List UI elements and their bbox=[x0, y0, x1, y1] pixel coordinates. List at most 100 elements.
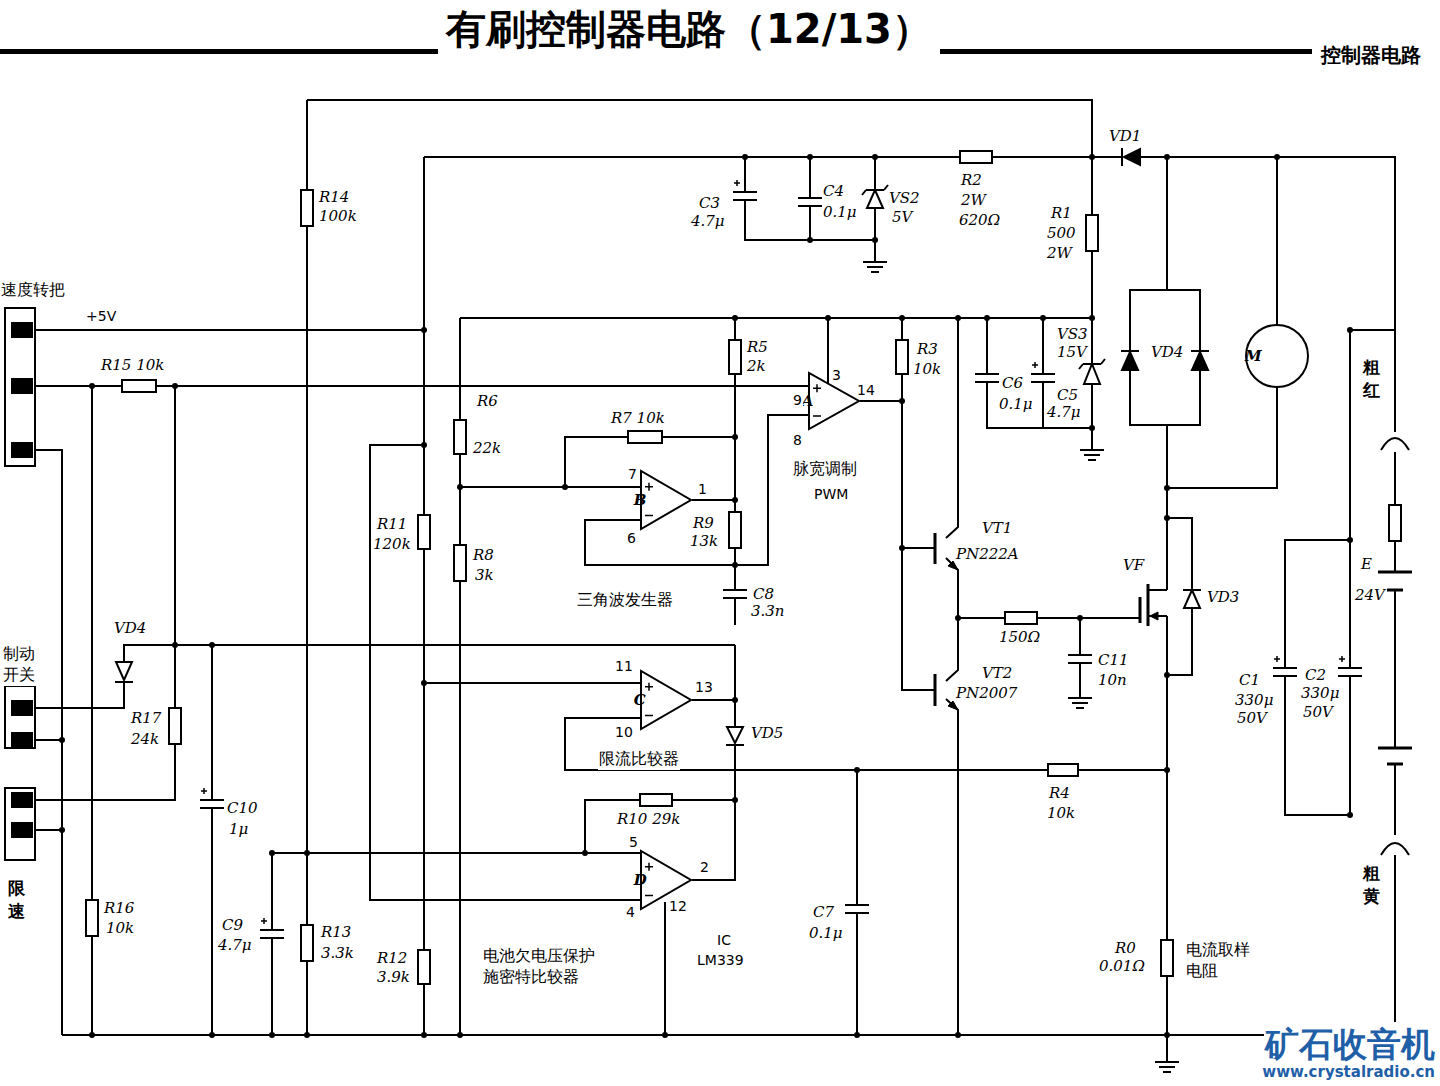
component-label: C1 bbox=[1238, 672, 1261, 689]
connector-symbol bbox=[12, 323, 32, 837]
diode-symbol bbox=[726, 744, 744, 746]
motor-circle: M bbox=[1245, 324, 1309, 388]
component-label: 4.7μ bbox=[217, 937, 253, 954]
opamp-name: C bbox=[634, 691, 646, 709]
junction-dot bbox=[899, 398, 905, 404]
junction-dot bbox=[269, 1032, 275, 1038]
pin-number: 8 bbox=[792, 432, 803, 448]
junction-dot bbox=[825, 315, 831, 321]
component-label: 100k bbox=[318, 208, 358, 225]
resistor-symbol bbox=[1161, 940, 1173, 976]
connector-symbol bbox=[12, 323, 32, 337]
component-label: 50V bbox=[1302, 704, 1334, 721]
component-label: VD3 bbox=[1206, 589, 1240, 606]
junction-dot bbox=[421, 680, 427, 686]
junction-dot bbox=[59, 827, 65, 833]
opamp-triangle: B bbox=[640, 470, 692, 530]
input-sign bbox=[813, 384, 821, 416]
junction-dot bbox=[59, 154, 1353, 1038]
connector-symbol bbox=[5, 308, 35, 860]
resistor-symbol bbox=[418, 515, 430, 549]
component-label: VS3 bbox=[1056, 326, 1089, 343]
resistor-symbol bbox=[86, 900, 98, 936]
junction-dot bbox=[1274, 154, 1280, 160]
component-label: 0.1μ bbox=[998, 396, 1034, 413]
capacitor-symbol bbox=[200, 192, 1362, 938]
junction-dot bbox=[732, 797, 738, 803]
component-label: 3.9k bbox=[376, 969, 411, 986]
junction-dot bbox=[732, 315, 738, 321]
junction-dot bbox=[172, 642, 178, 648]
connector-symbol bbox=[12, 823, 32, 837]
junction-dot bbox=[872, 237, 878, 243]
node-outline bbox=[640, 470, 692, 530]
pin-number: LM339 bbox=[696, 952, 745, 968]
junction-dot bbox=[89, 1032, 95, 1038]
junction-dot bbox=[807, 154, 813, 160]
junction-dot bbox=[854, 767, 860, 773]
transistor-symbol bbox=[948, 701, 958, 710]
junction-dot bbox=[172, 383, 178, 389]
junction-dot bbox=[562, 484, 568, 490]
junction-dot bbox=[854, 1032, 860, 1038]
component-label: 330μ bbox=[1300, 685, 1340, 702]
note-text: 电池欠电压保护 施密特比较器 bbox=[482, 946, 610, 988]
note-text: 制动 开关 bbox=[2, 644, 40, 686]
component-label: C5 bbox=[1056, 387, 1079, 404]
ground-symbol bbox=[863, 262, 1179, 1072]
component-label: 15V bbox=[1056, 344, 1088, 361]
junction-dot bbox=[89, 383, 95, 389]
component-label: E bbox=[1360, 556, 1373, 573]
component-label: R6 bbox=[476, 393, 499, 410]
component-label: 22k bbox=[472, 440, 502, 457]
junction-dot bbox=[955, 615, 961, 621]
component-label: C11 bbox=[1097, 652, 1130, 669]
connector-symbol bbox=[5, 308, 35, 466]
component-label: VT1 bbox=[981, 520, 1013, 537]
component-label: 330μ bbox=[1234, 692, 1274, 709]
component-label: VT2 bbox=[981, 665, 1013, 682]
component-label: VS2 bbox=[888, 190, 921, 207]
component-label: PN222A bbox=[955, 546, 1020, 563]
component-label: R11 bbox=[376, 516, 408, 533]
diode-symbol bbox=[1084, 364, 1100, 384]
junction-dot bbox=[1089, 315, 1095, 321]
pin-number: 6 bbox=[626, 530, 637, 546]
junction-dot bbox=[421, 1032, 427, 1038]
note-text: 粗黄 bbox=[1362, 862, 1381, 908]
component-label: 4.7μ bbox=[1046, 404, 1082, 421]
connector-symbol bbox=[12, 443, 32, 457]
junction-dot bbox=[984, 315, 990, 321]
pin-number: 12 bbox=[668, 898, 688, 914]
diode-symbol bbox=[867, 190, 883, 208]
resistor-symbol bbox=[169, 708, 181, 744]
component-label: R17 bbox=[130, 710, 162, 727]
junction-dot bbox=[955, 315, 961, 321]
resistor-symbol bbox=[1005, 612, 1037, 624]
note-text: 限流比较器 bbox=[598, 749, 680, 770]
junction-dot bbox=[1347, 812, 1353, 818]
connector-symbol bbox=[5, 788, 35, 860]
junction-dot bbox=[1164, 485, 1170, 491]
resistor-symbol bbox=[122, 380, 156, 392]
diode-symbol bbox=[1122, 352, 1138, 370]
junction-dot bbox=[1077, 615, 1083, 621]
component-label: 4.7μ bbox=[690, 213, 726, 230]
pin-number: IC bbox=[716, 932, 732, 948]
resistor-symbol bbox=[729, 512, 741, 548]
component-label: 10k bbox=[912, 361, 942, 378]
junction-dot bbox=[457, 484, 463, 490]
opamp-outline bbox=[641, 471, 691, 529]
input-sign bbox=[645, 683, 653, 716]
junction-dot bbox=[582, 850, 588, 856]
pin-number: 9 bbox=[792, 392, 803, 408]
component-label: 5V bbox=[891, 209, 913, 226]
pin-number: 3 bbox=[831, 367, 842, 383]
resistor-symbol bbox=[628, 431, 662, 443]
junction-dot bbox=[732, 697, 738, 703]
note-text: 限速 bbox=[7, 877, 26, 923]
connector-symbol bbox=[5, 686, 35, 748]
component-label: VF bbox=[1122, 557, 1145, 574]
